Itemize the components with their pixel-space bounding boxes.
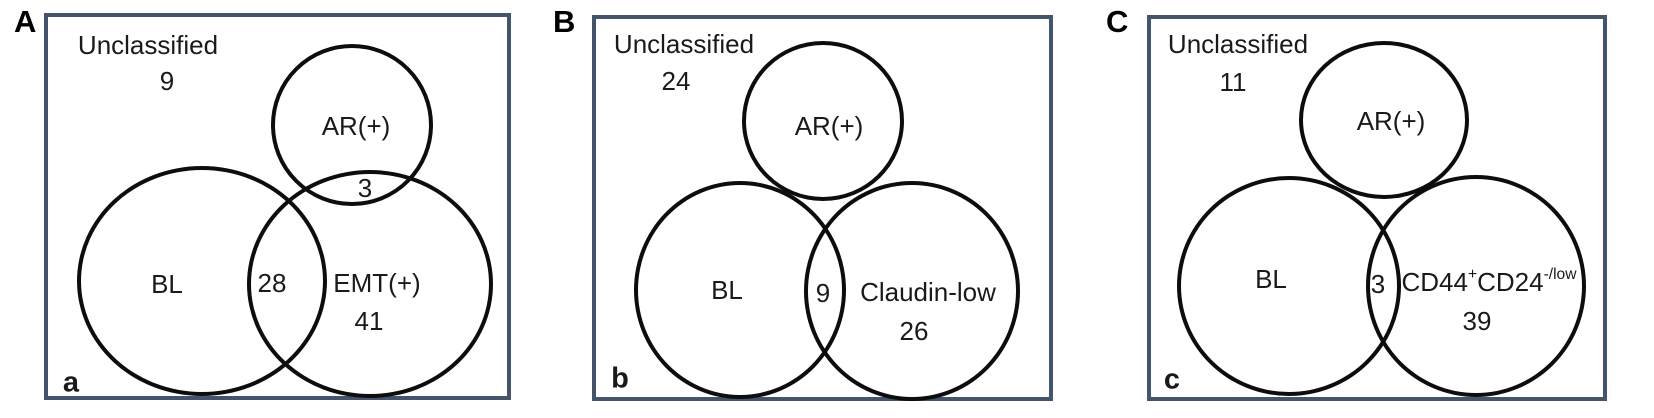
ar-circle-label: AR(+) [794, 111, 864, 141]
overlap-count-bl-claudin-low: 9 [815, 278, 831, 308]
panel-letter-a: A [14, 4, 37, 39]
unclassified-label: Unclassified [77, 30, 219, 60]
overlap-count-bl-cd44: 3 [1370, 269, 1386, 299]
cd24-label-superscript-neg-low: -/low [1543, 266, 1577, 284]
emt-circle-label: EMT(+) [333, 268, 421, 298]
cd44-label-base: CD44 [1401, 267, 1468, 297]
overlap-count-bl-emt: 28 [257, 268, 287, 298]
venn-circle-claudin-low [804, 181, 1020, 401]
panel-letter-b: B [553, 4, 576, 39]
unclassified-label: Unclassified [613, 29, 755, 59]
claudin-low-circle-label: Claudin-low [860, 277, 996, 307]
corner-letter-b: b [611, 362, 629, 395]
venn-circle-ar-positive [742, 41, 904, 201]
unclassified-label: Unclassified [1167, 29, 1309, 59]
corner-letter-a: a [62, 366, 80, 399]
claudin-low-circle-count: 26 [899, 316, 929, 346]
bl-circle-label: BL [711, 275, 743, 305]
panel-box-b: Unclassified 24 AR(+) BL 9 Claudin-low 2… [592, 15, 1053, 401]
ar-circle-label: AR(+) [321, 111, 391, 141]
bl-circle-label: BL [1255, 264, 1287, 294]
panel-letter-c: C [1106, 4, 1129, 39]
venn-circle-emt-positive [247, 170, 493, 398]
unclassified-count: 24 [661, 66, 691, 96]
corner-letter-c: c [1163, 363, 1181, 396]
venn-circle-cd44-cd24 [1366, 175, 1586, 397]
unclassified-count: 11 [1219, 67, 1247, 97]
cd44-cd24-circle-count: 39 [1462, 306, 1492, 336]
venn-circle-ar-positive [1299, 41, 1469, 199]
cd24-label-base: CD24 [1477, 267, 1544, 297]
emt-circle-count: 41 [354, 306, 384, 336]
cd44-cd24-circle-label: CD44+CD24-/low [1401, 266, 1577, 297]
panel-box-a: Unclassified 9 AR(+) 3 BL 28 EMT(+) 41 a [44, 13, 511, 400]
unclassified-count: 9 [159, 66, 175, 96]
panel-box-c: Unclassified 11 AR(+) BL 3 CD44+CD24-/lo… [1147, 15, 1607, 401]
ar-circle-label: AR(+) [1356, 106, 1426, 136]
bl-circle-label: BL [151, 269, 183, 299]
overlap-count-ar-emt: 3 [357, 173, 373, 203]
cd44-label-superscript-plus: + [1467, 266, 1478, 284]
